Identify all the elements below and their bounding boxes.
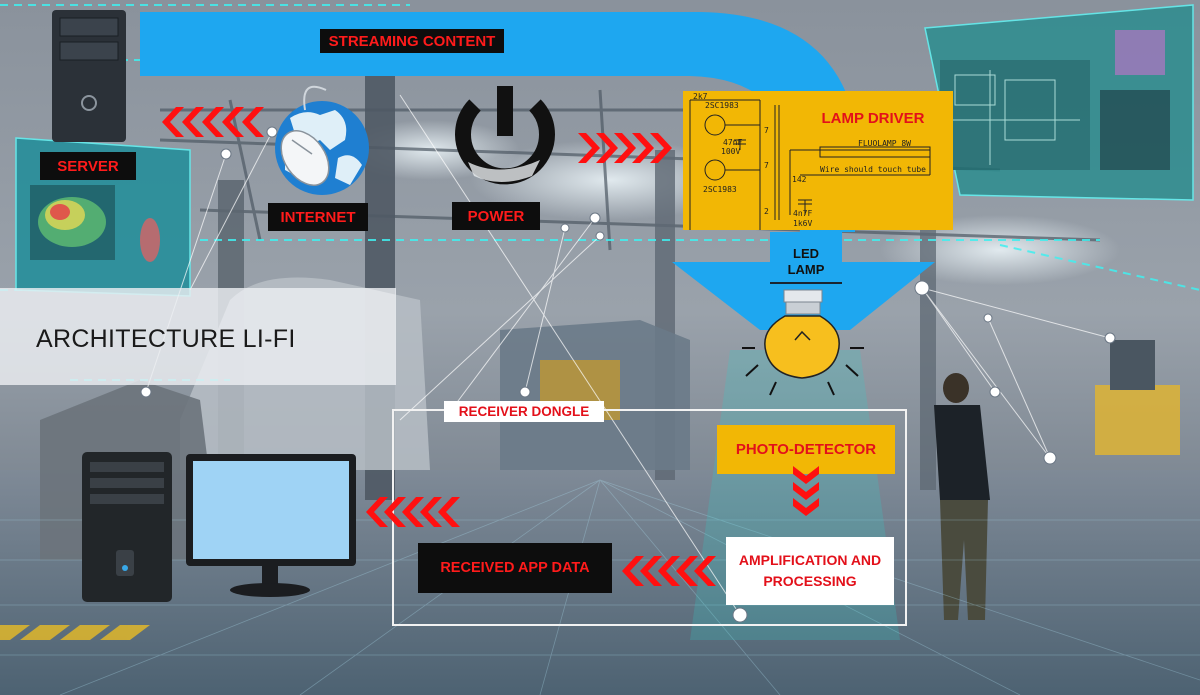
power-label: POWER	[452, 202, 540, 230]
led-lamp-label: LED LAMP	[770, 242, 842, 282]
internet-label: INTERNET	[268, 203, 368, 231]
amplification-label-line2: PROCESSING	[763, 573, 857, 589]
photo-detector-panel	[717, 425, 895, 474]
title-panel	[0, 288, 396, 385]
lamp-driver-panel	[683, 91, 953, 230]
led-lamp-label-line1: LED	[793, 246, 819, 261]
amplification-processing-label: AMPLIFICATION AND PROCESSING	[726, 537, 894, 605]
received-app-data-label: RECEIVED APP DATA	[418, 543, 612, 593]
photo-detector-label: PHOTO-DETECTOR	[735, 440, 877, 458]
lamp-driver-label: LAMP DRIVER	[821, 109, 925, 127]
server-label: SERVER	[40, 152, 136, 180]
amplification-label-line1: AMPLIFICATION AND	[738, 552, 882, 568]
receiver-dongle-label: RECEIVER DONGLE	[444, 401, 604, 422]
page-title: ARCHITECTURE LI-FI	[36, 325, 296, 353]
streaming-content-label: STREAMING CONTENT	[320, 29, 504, 53]
led-lamp-label-line2: LAMP	[787, 262, 825, 277]
